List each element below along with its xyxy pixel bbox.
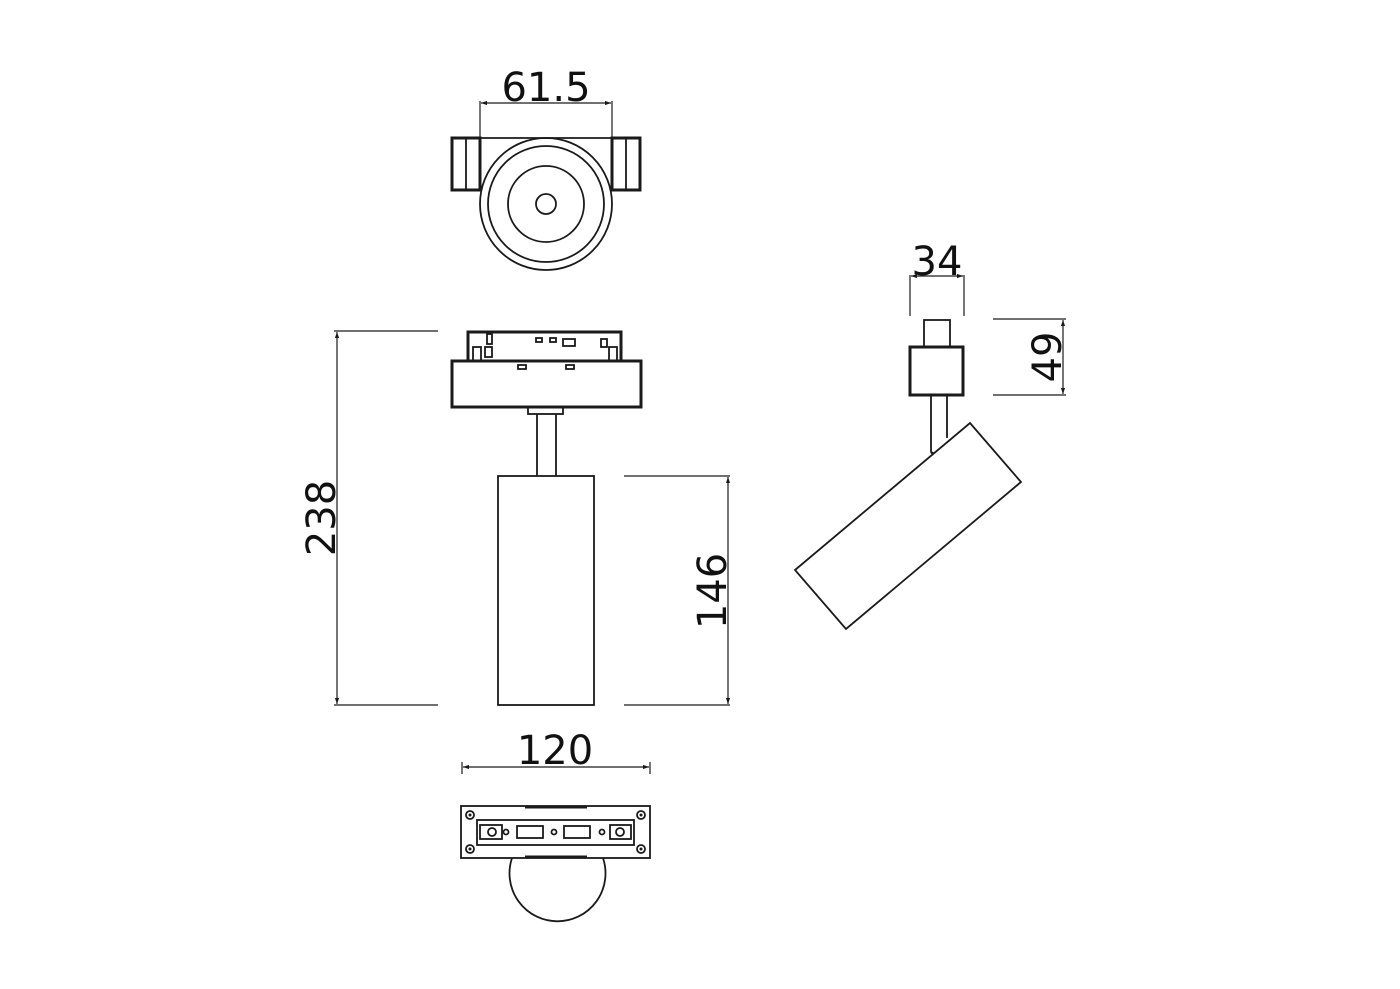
led-center-circle [535,193,557,215]
lamp-head-circle [508,857,607,923]
dimension-body-height: 146 [624,475,736,706]
dimension-label-61-5: 61.5 [501,65,590,111]
tilted-lamp-body [793,421,1023,631]
dimension-adapter-width: 34 [909,239,965,316]
dimension-label-120: 120 [517,728,593,774]
dimension-total-height: 238 [299,330,438,706]
dimension-label-49: 49 [1025,332,1071,383]
dimension-bottom-width: 120 [461,728,651,774]
track-adapter-body [450,359,643,409]
dimension-adapter-height: 49 [993,318,1071,396]
dimension-label-146: 146 [690,553,736,629]
side-view: 34 49 [793,239,1071,631]
dimension-label-238: 238 [299,480,345,556]
dimension-top-width: 61.5 [479,65,613,138]
side-adapter-block [908,345,965,397]
lens-circle [507,165,585,243]
top-view: 61.5 [450,65,642,271]
outer-housing-circle [479,137,613,271]
front-view: 238 146 [299,330,736,706]
mounting-plate [460,805,651,859]
bottom-view: 120 [460,728,651,923]
connector-strip [476,819,635,846]
lamp-body [497,475,595,706]
dimension-label-34: 34 [912,239,963,285]
